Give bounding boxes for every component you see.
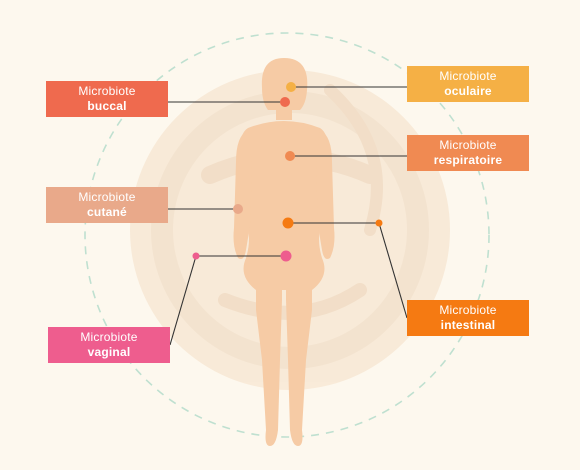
label-buccal-line2: buccal	[87, 99, 127, 113]
dot-intestinal	[282, 217, 294, 229]
dot-vaginal-end	[192, 252, 200, 260]
label-respiratoire-line1: Microbiote	[439, 138, 497, 152]
label-vaginal-line2: vaginal	[87, 345, 131, 359]
label-cutane-line2: cutané	[87, 205, 127, 219]
label-buccal-line1: Microbiote	[78, 84, 136, 98]
label-microbiote-respiratoire: Microbiote respiratoire	[407, 135, 529, 171]
label-cutane-line1: Microbiote	[78, 190, 136, 204]
label-vaginal-line1: Microbiote	[80, 330, 138, 344]
label-intestinal-line1: Microbiote	[439, 303, 497, 317]
dot-oculaire	[286, 82, 296, 92]
label-microbiote-vaginal: Microbiote vaginal	[48, 327, 170, 363]
connector-lines	[168, 86, 408, 346]
dot-respiratoire	[285, 151, 295, 161]
label-respiratoire-line2: respiratoire	[433, 153, 503, 167]
connector-vaginal-d	[169, 255, 197, 346]
label-microbiote-cutane: Microbiote cutané	[46, 187, 168, 223]
label-intestinal-line2: intestinal	[440, 318, 496, 332]
body-silhouette	[233, 58, 335, 446]
label-microbiote-oculaire: Microbiote oculaire	[407, 66, 529, 102]
label-microbiote-buccal: Microbiote buccal	[46, 81, 168, 117]
connector-intestinal-d	[378, 222, 408, 319]
dot-cutane	[233, 204, 243, 214]
dot-intestinal-end	[375, 219, 383, 227]
label-oculaire-line2: oculaire	[444, 84, 492, 98]
dashed-orbit-circle	[84, 32, 490, 438]
label-microbiote-intestinal: Microbiote intestinal	[407, 300, 529, 336]
dot-vaginal	[280, 250, 292, 262]
label-oculaire-line1: Microbiote	[439, 69, 497, 83]
dot-buccal	[280, 97, 290, 107]
